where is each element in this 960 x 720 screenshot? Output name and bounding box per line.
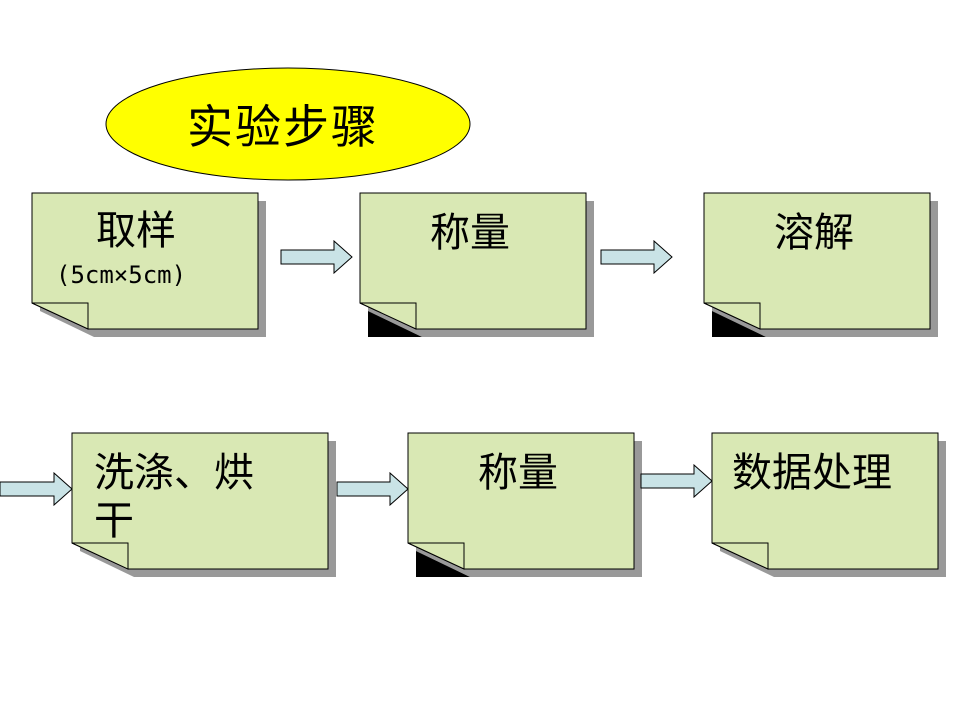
- step-label: 洗涤、烘干: [94, 450, 254, 544]
- note-shape: [71, 432, 336, 577]
- note-shape: [31, 192, 266, 337]
- ellipse-shape: [105, 67, 471, 181]
- arrow-1: [280, 240, 354, 274]
- step-label: 溶解: [774, 210, 854, 256]
- arrow-3: [0, 472, 74, 506]
- step-card-3: 溶解: [703, 192, 940, 339]
- step-card-2: 称量: [359, 192, 596, 339]
- note-shape: [703, 192, 938, 337]
- title-ellipse: 实验步骤: [104, 66, 472, 182]
- arrow-right-icon: [0, 472, 73, 506]
- step-label: 称量: [478, 450, 558, 496]
- arrow-right-icon: [336, 472, 409, 506]
- arrow-4: [336, 472, 410, 506]
- step-card-5: 称量: [407, 432, 644, 579]
- arrow-right-icon: [600, 240, 673, 274]
- note-shape: [407, 432, 642, 577]
- step-card-1: 取样 (5cm×5cm): [31, 192, 268, 339]
- step-label: 称量: [430, 210, 510, 256]
- arrow-5: [640, 464, 714, 498]
- step-card-4: 洗涤、烘干: [71, 432, 336, 579]
- arrow-right-icon: [640, 464, 713, 498]
- arrow-right-icon: [280, 240, 353, 274]
- step-sublabel: (5cm×5cm): [56, 261, 187, 289]
- step-label: 取样: [96, 208, 176, 254]
- page-title: 实验步骤: [187, 100, 379, 154]
- arrow-2: [600, 240, 674, 274]
- note-shape: [359, 192, 594, 337]
- step-label: 数据处理: [732, 450, 892, 496]
- note-shape: [711, 432, 946, 577]
- step-card-6: 数据处理: [711, 432, 948, 579]
